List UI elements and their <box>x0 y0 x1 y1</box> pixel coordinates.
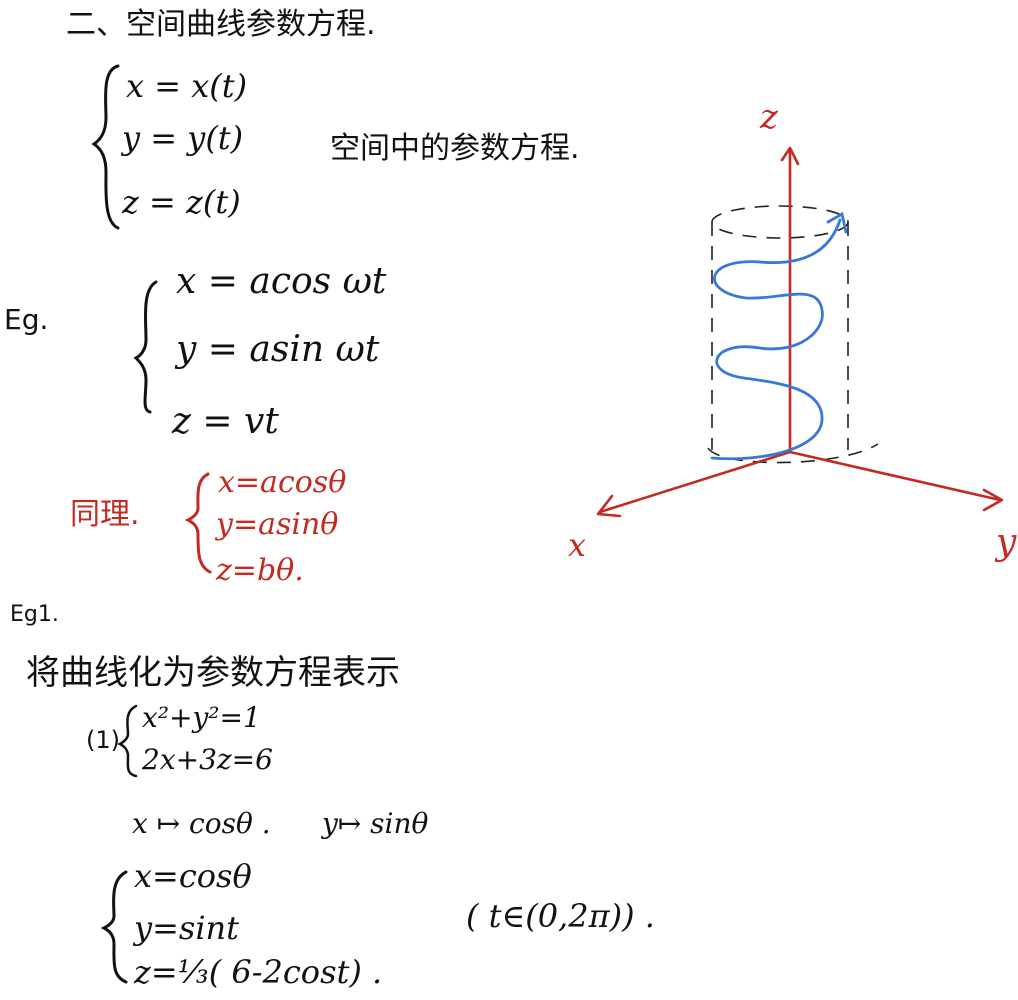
x-axis-label: x <box>568 526 586 564</box>
system4-line-x: x=cosθ <box>134 857 252 895</box>
substitution-left: x ↦ cosθ . <box>132 807 271 840</box>
system1-note: 空间中的参数方程. <box>330 131 580 166</box>
eg-label: Eg. <box>4 303 49 336</box>
task-statement: 将曲线化为参数方程表示 <box>26 653 400 693</box>
cylinder-outline <box>707 205 879 464</box>
substitution-right: y↦ sinθ <box>322 807 429 840</box>
x-axis <box>598 450 792 514</box>
axes <box>596 146 1004 518</box>
system3-line-x: x=acosθ <box>218 465 347 500</box>
y-axis <box>788 450 1002 502</box>
z-axis-label: z <box>759 97 779 137</box>
section-title: 二、空间曲线参数方程. <box>66 7 376 42</box>
part1-line-2: 2x+3z=6 <box>142 743 273 776</box>
y-axis-arrowhead <box>982 488 1004 512</box>
system3-label: 同理. <box>70 497 140 532</box>
system4-line-y: y=sint <box>134 909 240 947</box>
system2-line-z: z = vt <box>172 401 279 442</box>
system2-line-y: y = asin ωt <box>176 329 380 370</box>
x-axis-arrowhead <box>596 494 622 518</box>
system1-line-x: x = x(t) <box>126 67 248 105</box>
z-axis-arrowhead <box>780 146 800 166</box>
system4-line-z: z=⅓( 6-2cost) . <box>134 953 383 991</box>
system3-line-y: y=asinθ <box>216 507 339 542</box>
part1-number: (1) <box>86 726 120 754</box>
system1-line-z: z = z(t) <box>122 183 241 221</box>
part1-line-1: x²+y²=1 <box>142 701 261 734</box>
system3-line-z: z=bθ. <box>216 553 304 588</box>
y-axis-label: y <box>994 522 1017 563</box>
helix-curve <box>710 218 842 461</box>
helix-arrowhead <box>826 211 848 234</box>
parameter-range: ( t∈(0,2π)) . <box>466 897 655 935</box>
system1-line-y: y = y(t) <box>122 119 244 157</box>
system2-line-x: x = acos ωt <box>176 261 387 302</box>
eg1-label: Eg1. <box>10 602 59 627</box>
